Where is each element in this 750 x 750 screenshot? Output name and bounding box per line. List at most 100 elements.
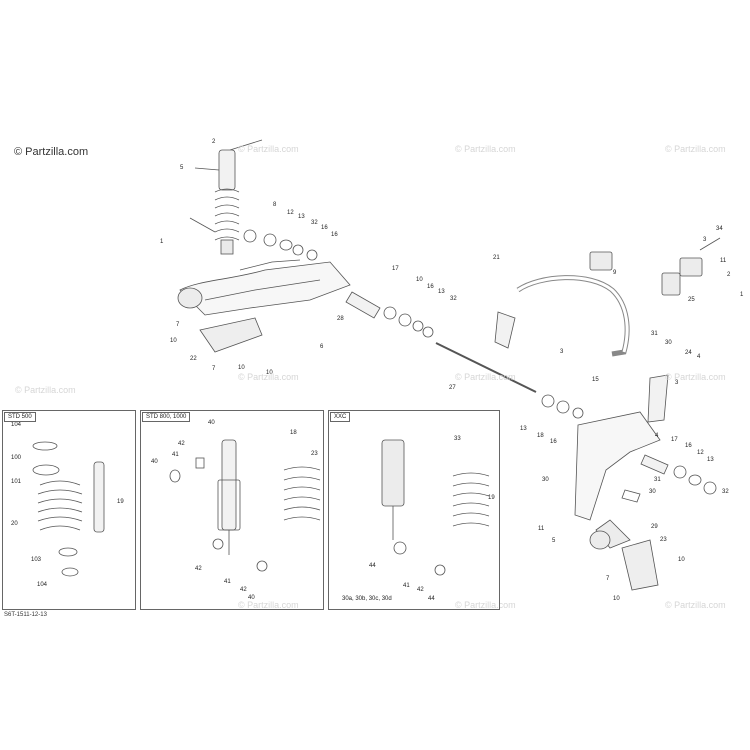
callout-number: 30 bbox=[649, 489, 656, 495]
callout-number: 31 bbox=[654, 477, 661, 483]
callout-number: 42 bbox=[195, 566, 202, 572]
callout-number: 13 bbox=[520, 426, 527, 432]
upper-right-brackets[interactable] bbox=[589, 237, 721, 296]
sway-bar[interactable] bbox=[516, 275, 630, 357]
faint-watermark: © Partzilla.com bbox=[238, 372, 299, 382]
faint-watermark: © Partzilla.com bbox=[665, 144, 726, 154]
callout-number: 42 bbox=[178, 441, 185, 447]
callout-number: 41 bbox=[224, 579, 231, 585]
callout-number: 23 bbox=[660, 537, 667, 543]
callout-number: 11 bbox=[720, 258, 727, 264]
callout-number: 16 bbox=[427, 284, 434, 290]
callout-number: 42 bbox=[240, 587, 247, 593]
callout-number: 8 bbox=[273, 202, 277, 208]
faint-watermark: © Partzilla.com bbox=[15, 385, 76, 395]
partzilla-watermark: © Partzilla.com bbox=[14, 146, 89, 158]
right-bushings[interactable] bbox=[541, 394, 717, 503]
callout-number: 16 bbox=[321, 225, 328, 231]
callout-number: 15 bbox=[592, 377, 599, 383]
callout-number: 32 bbox=[450, 296, 457, 302]
callout-number: 30 bbox=[542, 477, 549, 483]
callout-number: 7 bbox=[606, 576, 610, 582]
callout-number: 17 bbox=[671, 437, 678, 443]
panel-std800-1000-tag: STD 800, 1000 bbox=[142, 412, 191, 422]
copyright-icon: © bbox=[14, 146, 23, 158]
callout-number: 34 bbox=[716, 226, 723, 232]
axle-rod[interactable] bbox=[435, 342, 537, 393]
xxc-shock-set[interactable] bbox=[381, 439, 490, 576]
callout-number: 18 bbox=[290, 430, 297, 436]
rear-shock-absorber[interactable] bbox=[189, 139, 263, 255]
faint-watermark: © Partzilla.com bbox=[455, 600, 516, 610]
faint-watermark: © Partzilla.com bbox=[238, 144, 299, 154]
callout-number: 29 bbox=[651, 524, 658, 530]
faint-watermark: © Partzilla.com bbox=[455, 144, 516, 154]
callout-number: 13 bbox=[438, 289, 445, 295]
left-skid-plate[interactable] bbox=[199, 317, 263, 353]
callout-number: 41 bbox=[403, 583, 410, 589]
callout-number: 10 bbox=[266, 370, 273, 376]
callout-number: 10 bbox=[416, 277, 423, 283]
callout-number: 1 bbox=[160, 239, 164, 245]
sway-bar-link[interactable] bbox=[494, 311, 516, 349]
right-skid-plate[interactable] bbox=[621, 539, 659, 591]
callout-number: 33 bbox=[454, 436, 461, 442]
faint-watermark: © Partzilla.com bbox=[455, 372, 516, 382]
callout-number: 13 bbox=[707, 457, 714, 463]
panel-xxc-tag: XXC bbox=[330, 412, 351, 422]
right-link[interactable] bbox=[647, 374, 669, 423]
std500-spring-set[interactable] bbox=[32, 441, 105, 577]
panel-std500 bbox=[2, 410, 136, 610]
callout-number: 4 bbox=[697, 354, 701, 360]
panel-std800-1000 bbox=[140, 410, 324, 610]
callout-number: 1 bbox=[740, 292, 744, 298]
callout-number: 19 bbox=[488, 495, 495, 501]
callout-number: 32 bbox=[311, 220, 318, 226]
callout-number: 16 bbox=[685, 443, 692, 449]
callout-number: 20 bbox=[11, 521, 18, 527]
callout-number: 40 bbox=[208, 420, 215, 426]
callout-number: 5 bbox=[180, 165, 184, 171]
callout-number: 17 bbox=[392, 266, 399, 272]
callout-number: 21 bbox=[493, 255, 500, 261]
callout-number: 25 bbox=[688, 297, 695, 303]
callout-number: 30a, 30b, 30c, 30d bbox=[342, 596, 392, 602]
std800-shock-set[interactable] bbox=[169, 439, 321, 572]
callout-number: 23 bbox=[311, 451, 318, 457]
callout-number: 100 bbox=[11, 455, 22, 461]
faint-watermark: © Partzilla.com bbox=[665, 372, 726, 382]
callout-number: 3 bbox=[560, 349, 564, 355]
callout-number: 27 bbox=[449, 385, 456, 391]
callout-number: 40 bbox=[151, 459, 158, 465]
callout-number: 22 bbox=[190, 356, 197, 362]
callout-number: 7 bbox=[212, 366, 216, 372]
spacer-tube[interactable] bbox=[345, 291, 434, 338]
callout-number: 12 bbox=[697, 450, 704, 456]
callout-number: 44 bbox=[428, 596, 435, 602]
panel-std500-tag: STD 500 bbox=[4, 412, 36, 422]
callout-number: 18 bbox=[537, 433, 544, 439]
callout-number: 12 bbox=[287, 210, 294, 216]
callout-number: 2 bbox=[727, 272, 731, 278]
faint-watermark: © Partzilla.com bbox=[665, 600, 726, 610]
callout-number: 104 bbox=[11, 422, 22, 428]
callout-number: 4 bbox=[655, 433, 659, 439]
callout-number: 44 bbox=[369, 563, 376, 569]
left-bushings[interactable] bbox=[243, 229, 318, 261]
upper-a-arm[interactable] bbox=[177, 259, 351, 316]
lower-a-arm[interactable] bbox=[574, 411, 661, 550]
callout-number: 3 bbox=[703, 237, 707, 243]
callout-number: 16 bbox=[550, 439, 557, 445]
callout-number: 16 bbox=[331, 232, 338, 238]
callout-number: 3 bbox=[675, 380, 679, 386]
callout-number: 2 bbox=[212, 139, 216, 145]
diagram-code: S6T-1511-12-13 bbox=[4, 612, 47, 618]
callout-number: 42 bbox=[417, 587, 424, 593]
callout-number: 101 bbox=[11, 479, 22, 485]
callout-number: 5 bbox=[552, 538, 556, 544]
callout-number: 19 bbox=[117, 499, 124, 505]
faint-watermark: © Partzilla.com bbox=[238, 600, 299, 610]
callout-number: 30 bbox=[665, 340, 672, 346]
